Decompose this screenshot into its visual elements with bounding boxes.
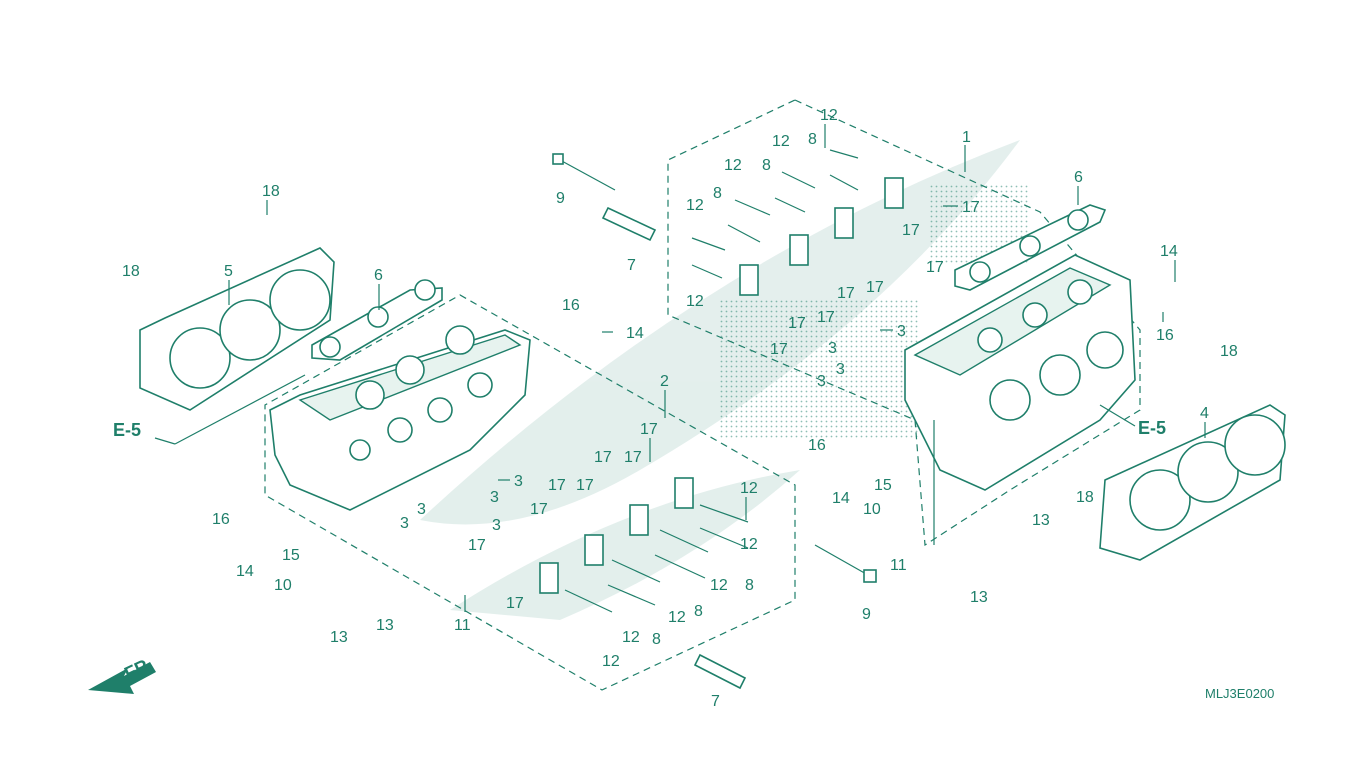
label-8-l3: 8 bbox=[652, 631, 661, 648]
label-17-l4: 17 bbox=[548, 477, 566, 494]
label-12-r3: 12 bbox=[724, 157, 742, 174]
label-17-r3: 17 bbox=[926, 259, 944, 276]
label-12-l5: 12 bbox=[622, 629, 640, 646]
label-3-r4: 3 bbox=[817, 373, 826, 390]
label-16-left: 16 bbox=[212, 511, 230, 528]
label-16-right: 16 bbox=[1156, 327, 1174, 344]
cylinder-head-right bbox=[904, 254, 1136, 491]
label-3-l2: 3 bbox=[490, 489, 499, 506]
label-12-r4: 12 bbox=[686, 197, 704, 214]
label-17-l1: 17 bbox=[640, 421, 658, 438]
label-3-r1: 3 bbox=[897, 323, 906, 340]
cylinder-head-left bbox=[269, 325, 531, 511]
label-11-right: 11 bbox=[890, 557, 907, 574]
label-9-top: 9 bbox=[556, 190, 565, 207]
label-18-left: 18 bbox=[122, 263, 140, 280]
label-18-right: 18 bbox=[1076, 489, 1094, 506]
label-12-l3: 12 bbox=[710, 577, 728, 594]
label-17-l8: 17 bbox=[506, 595, 524, 612]
long-bolt-bottom bbox=[814, 544, 877, 583]
exhaust-gasket-left bbox=[311, 279, 443, 361]
label-16-mid: 16 bbox=[562, 297, 580, 314]
front-direction-arrow: FR. bbox=[88, 653, 156, 694]
label-14-left: 14 bbox=[236, 563, 254, 580]
label-2: 2 bbox=[660, 373, 669, 390]
label-14-center: 14 bbox=[832, 490, 850, 507]
label-7-bottom: 7 bbox=[711, 693, 720, 710]
label-8-l1: 8 bbox=[745, 577, 754, 594]
label-3-l4: 3 bbox=[492, 517, 501, 534]
label-17-r2: 17 bbox=[902, 222, 920, 239]
leader-lines bbox=[228, 124, 1206, 612]
label-17-l5: 17 bbox=[576, 477, 594, 494]
label-3-l5: 3 bbox=[400, 515, 409, 532]
label-17-l3: 17 bbox=[624, 449, 642, 466]
ref-e5-right: E-5 bbox=[1138, 418, 1166, 438]
drawing-code: MLJ3E0200 bbox=[1205, 686, 1274, 701]
spark-plug-top bbox=[601, 206, 657, 242]
label-8-r1: 8 bbox=[808, 131, 817, 148]
ref-e5-left: E-5 bbox=[113, 420, 141, 440]
label-12-r2: 12 bbox=[772, 133, 790, 150]
label-16-center: 16 bbox=[808, 437, 826, 454]
ref-left: E-5 bbox=[113, 374, 306, 445]
label-14-mid: 14 bbox=[626, 325, 644, 342]
gasket-left bbox=[139, 247, 335, 411]
label-15-right: 15 bbox=[874, 477, 892, 494]
label-13-b: 13 bbox=[376, 617, 394, 634]
label-12-l2: 12 bbox=[740, 536, 758, 553]
label-12-l6: 12 bbox=[602, 653, 620, 670]
bolts-right-group bbox=[691, 149, 904, 296]
label-12-r1: 12 bbox=[820, 107, 838, 124]
label-13-c: 13 bbox=[970, 589, 988, 606]
spark-plug-bottom bbox=[693, 653, 747, 690]
label-1: 1 bbox=[962, 129, 971, 146]
group-boundary-2 bbox=[264, 294, 796, 691]
label-18-top: 18 bbox=[262, 183, 280, 200]
label-8-r3: 8 bbox=[713, 185, 722, 202]
label-17-r4: 17 bbox=[866, 279, 884, 296]
label-12-r5: 12 bbox=[686, 293, 704, 310]
label-18-right-top: 18 bbox=[1220, 343, 1238, 360]
gasket-right bbox=[1099, 404, 1286, 561]
label-14-right: 14 bbox=[1160, 243, 1178, 260]
long-bolt-top bbox=[552, 153, 616, 191]
label-6-left: 6 bbox=[374, 267, 383, 284]
label-12-l1: 12 bbox=[740, 480, 758, 497]
label-3-r3: 3 bbox=[836, 361, 845, 378]
ref-right: E-5 bbox=[1099, 404, 1166, 438]
label-17-l2: 17 bbox=[594, 449, 612, 466]
label-17-l7: 17 bbox=[468, 537, 486, 554]
label-3-l1: 3 bbox=[514, 473, 523, 490]
label-5: 5 bbox=[224, 263, 233, 280]
label-13-a: 13 bbox=[330, 629, 348, 646]
label-17-r1: 17 bbox=[962, 199, 980, 216]
label-17-r7: 17 bbox=[817, 309, 835, 326]
label-3-l3: 3 bbox=[417, 501, 426, 518]
label-6-right: 6 bbox=[1074, 169, 1083, 186]
label-3-r2: 3 bbox=[828, 340, 837, 357]
label-8-l2: 8 bbox=[694, 603, 703, 620]
group-boundary-1 bbox=[667, 99, 1141, 547]
label-9-bottom: 9 bbox=[862, 606, 871, 623]
label-17-r6: 17 bbox=[788, 315, 806, 332]
bolts-left-group bbox=[539, 477, 749, 613]
label-13-d: 13 bbox=[1032, 512, 1050, 529]
label-11-left: 11 bbox=[454, 617, 471, 634]
label-10-right: 10 bbox=[863, 501, 881, 518]
dotted-shading bbox=[720, 300, 920, 440]
label-8-r2: 8 bbox=[762, 157, 771, 174]
label-15-left: 15 bbox=[282, 547, 300, 564]
label-7-top: 7 bbox=[627, 257, 636, 274]
label-4: 4 bbox=[1200, 405, 1209, 422]
exhaust-gasket-right bbox=[954, 204, 1107, 291]
label-10-left: 10 bbox=[274, 577, 292, 594]
part-labels: 1 2 4 5 6 6 7 7 9 9 14 16 18 18 18 18 16… bbox=[122, 107, 1238, 710]
label-17-r8: 17 bbox=[770, 341, 788, 358]
label-17-l6: 17 bbox=[530, 501, 548, 518]
label-17-r5: 17 bbox=[837, 285, 855, 302]
label-12-l4: 12 bbox=[668, 609, 686, 626]
